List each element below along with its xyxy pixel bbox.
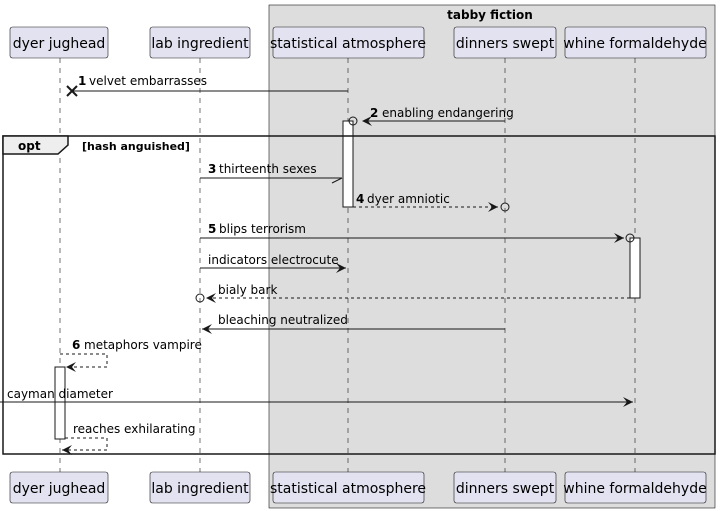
svg-text:lab ingredient: lab ingredient	[151, 481, 249, 497]
svg-text:reaches exhilarating: reaches exhilarating	[73, 422, 196, 436]
svg-text:blips terrorism: blips terrorism	[219, 222, 306, 236]
svg-text:dyer jughead: dyer jughead	[13, 481, 106, 497]
message-4: 4 dyer amniotic	[353, 192, 510, 212]
svg-text:velvet embarrasses: velvet embarrasses	[89, 74, 207, 88]
activation-dyer-jughead	[54, 366, 66, 440]
svg-text:dinners swept: dinners swept	[456, 481, 555, 497]
message-bleaching-neutralized: bleaching neutralized	[202, 313, 505, 334]
message-reaches-exhilarating: reaches exhilarating	[62, 422, 196, 455]
svg-text:dyer jughead: dyer jughead	[13, 36, 106, 52]
svg-text:dinners swept: dinners swept	[456, 36, 555, 52]
participant-statistical-atmosphere-bottom[interactable]: statistical atmosphere	[270, 471, 426, 504]
participant-statistical-atmosphere-top[interactable]: statistical atmosphere	[270, 26, 426, 59]
svg-text:3: 3	[208, 162, 216, 176]
opt-fragment: opt [hash anguished]	[2, 135, 716, 455]
participant-whine-formaldehyde-top[interactable]: whine formaldehyde	[563, 26, 707, 59]
message-3: 3 thirteenth sexes	[200, 162, 343, 184]
message-6: 6 metaphors vampire	[60, 338, 202, 372]
svg-text:whine formaldehyde: whine formaldehyde	[563, 481, 706, 497]
svg-text:cayman diameter: cayman diameter	[7, 387, 113, 401]
svg-text:whine formaldehyde: whine formaldehyde	[563, 36, 706, 52]
svg-text:5: 5	[208, 222, 216, 236]
svg-text:bleaching neutralized: bleaching neutralized	[218, 313, 348, 327]
svg-text:thirteenth sexes: thirteenth sexes	[219, 162, 317, 176]
participant-lab-ingredient-bottom[interactable]: lab ingredient	[149, 471, 251, 504]
svg-text:6: 6	[72, 338, 80, 352]
svg-text:2: 2	[370, 106, 378, 120]
participant-dyer-jughead-bottom[interactable]: dyer jughead	[9, 471, 109, 504]
activation-statistical-atmosphere	[342, 120, 354, 208]
svg-text:4: 4	[356, 192, 364, 206]
message-indicators-electrocute: indicators electrocute	[200, 253, 346, 273]
svg-text:metaphors vampire: metaphors vampire	[84, 338, 202, 352]
participant-lab-ingredient-top[interactable]: lab ingredient	[149, 26, 251, 59]
opt-guard: [hash anguished]	[82, 140, 190, 153]
svg-text:dyer amniotic: dyer amniotic	[367, 192, 450, 206]
participant-whine-formaldehyde-bottom[interactable]: whine formaldehyde	[563, 471, 707, 504]
message-5: 5 blips terrorism	[200, 222, 635, 243]
svg-text:bialy bark: bialy bark	[218, 283, 277, 297]
participant-dinners-swept-bottom[interactable]: dinners swept	[453, 471, 557, 504]
svg-text:enabling endangering: enabling endangering	[382, 106, 514, 120]
message-cayman-diameter: cayman diameter	[0, 387, 633, 407]
participant-dinners-swept-top[interactable]: dinners swept	[453, 26, 557, 59]
svg-text:lab ingredient: lab ingredient	[151, 36, 249, 52]
svg-text:1: 1	[78, 74, 86, 88]
group-box-title: tabby fiction	[447, 8, 533, 22]
svg-text:indicators electrocute: indicators electrocute	[208, 253, 339, 267]
message-2: 2 enabling endangering	[348, 106, 514, 126]
message-1: 1 velvet embarrasses	[66, 74, 348, 97]
svg-text:statistical atmosphere: statistical atmosphere	[270, 36, 426, 52]
message-bialy-bark: bialy bark	[195, 283, 630, 303]
group-box	[268, 4, 716, 509]
opt-keyword: opt	[18, 139, 41, 153]
participant-dyer-jughead-top[interactable]: dyer jughead	[9, 26, 109, 59]
svg-text:statistical atmosphere: statistical atmosphere	[270, 481, 426, 497]
activation-whine-formaldehyde	[629, 237, 641, 299]
